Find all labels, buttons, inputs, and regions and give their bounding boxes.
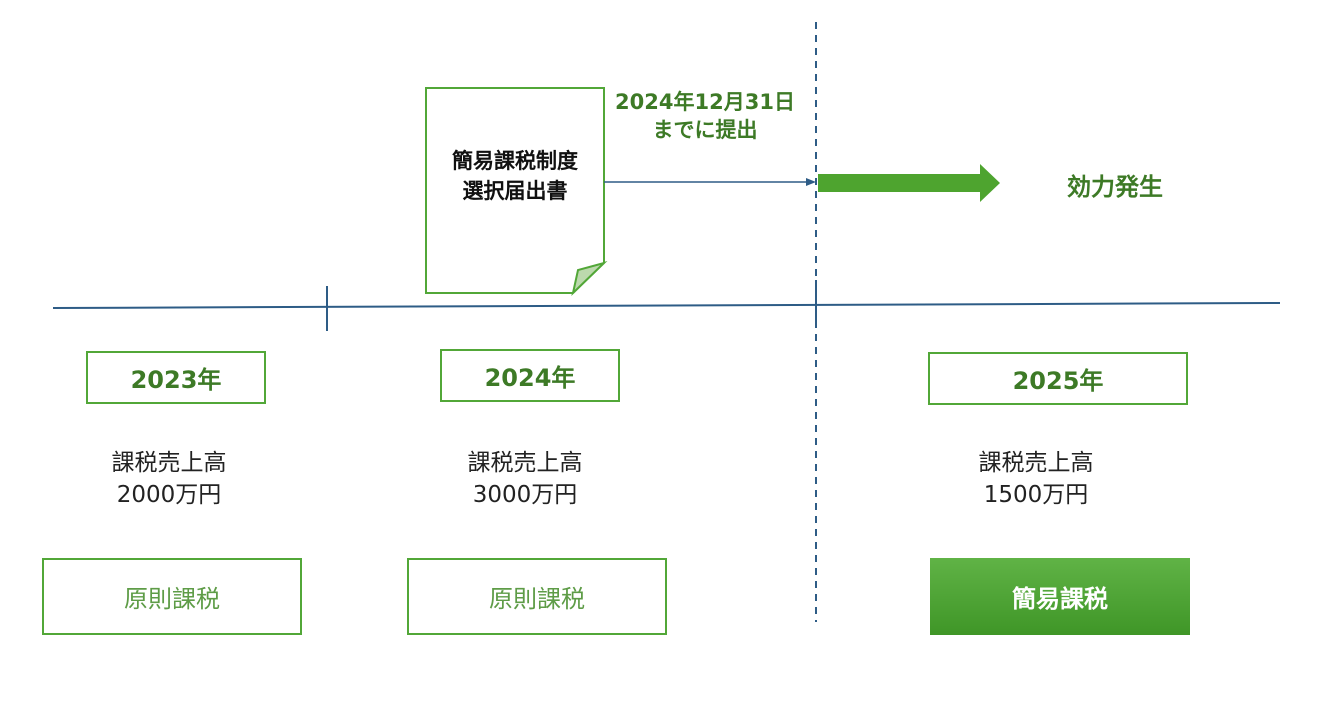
taxation-label: 原則課税 [124, 585, 220, 613]
document-fold [571, 261, 608, 297]
sales-label: 課税売上高 [978, 450, 1094, 476]
sales-value: 1500万円 [983, 482, 1089, 508]
deadline-label: 2024年12月31日 までに提出 [600, 88, 810, 144]
year-label: 2024年 [484, 364, 576, 392]
document-title: 簡易課税制度 選択届出書 [430, 146, 600, 206]
document-title-line2: 選択届出書 [462, 179, 568, 203]
sales-value: 2000万円 [116, 482, 222, 508]
sales-label: 課税売上高 [111, 450, 227, 476]
taxation-box-2023: 原則課税 [42, 558, 302, 635]
timeline-axis [52, 302, 1281, 309]
effect-label: 効力発生 [1067, 173, 1163, 201]
year-box-2023: 2023年 [86, 351, 266, 404]
sales-2025: 課税売上高 1500万円 [916, 447, 1156, 511]
year-label: 2025年 [1012, 367, 1104, 395]
submission-arrowhead [806, 178, 816, 186]
year-box-2025: 2025年 [928, 352, 1188, 405]
deadline-action: までに提出 [652, 118, 758, 142]
document-title-line1: 簡易課税制度 [452, 149, 578, 173]
sales-label: 課税売上高 [467, 450, 583, 476]
year-box-2024: 2024年 [440, 349, 620, 402]
taxation-box-2025: 簡易課税 [930, 558, 1190, 635]
year-label: 2023年 [130, 366, 222, 394]
taxation-box-2024: 原則課税 [407, 558, 667, 635]
effect-arrow-icon [818, 164, 1000, 202]
sales-2023: 課税売上高 2000万円 [49, 447, 289, 511]
sales-value: 3000万円 [472, 482, 578, 508]
taxation-label: 簡易課税 [1012, 585, 1108, 613]
sales-2024: 課税売上高 3000万円 [405, 447, 645, 511]
deadline-date: 2024年12月31日 [615, 90, 795, 114]
taxation-label: 原則課税 [489, 585, 585, 613]
